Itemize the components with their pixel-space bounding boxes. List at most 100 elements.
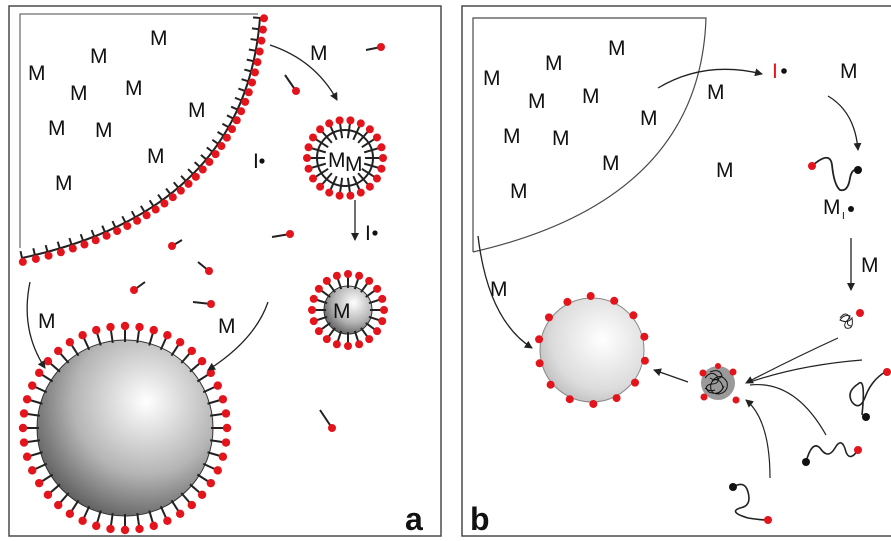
surfactant-head <box>258 25 267 34</box>
surfactant-head <box>92 521 101 531</box>
monomer-label: M <box>38 310 56 333</box>
surfactant-head <box>292 87 300 95</box>
surfactant-head <box>207 300 215 308</box>
droplet-monomers: M M M M M M M M M M <box>28 27 206 195</box>
oligomer-chain <box>729 483 772 524</box>
surfactant-head <box>80 240 89 249</box>
stabilizer-head <box>586 292 595 301</box>
surfactant-head <box>92 325 101 335</box>
surfactant-head <box>314 327 323 336</box>
surfactant-head <box>308 306 316 314</box>
surfactant-head <box>377 143 386 152</box>
surfactant-head <box>250 68 259 77</box>
monomer-label: M <box>545 52 563 75</box>
surfactant-head <box>176 186 185 195</box>
surfactant-head <box>28 381 37 390</box>
monomer-label: M <box>90 45 108 68</box>
svg-text:I: I <box>253 150 259 173</box>
swollen-micelle: M M <box>303 116 387 200</box>
panel-label-b: b <box>470 501 490 537</box>
surfactant-head <box>151 205 160 214</box>
monomer-label: M <box>95 119 113 142</box>
surfactant-head <box>43 490 53 499</box>
surfactant-head <box>120 525 130 535</box>
surfactant-head <box>309 174 318 183</box>
surfactant-head <box>255 47 264 56</box>
surfactant-head <box>65 509 75 519</box>
surfactant-head <box>303 154 311 162</box>
surfactant-head <box>34 478 44 488</box>
surfactant-head <box>106 524 115 534</box>
surfactant-head <box>168 242 176 250</box>
surfactant-head <box>232 116 241 125</box>
surfactant-head <box>221 438 231 447</box>
surfactant-head <box>309 317 318 326</box>
surfactant-head <box>91 236 100 245</box>
surfactant-head <box>377 164 386 173</box>
surfactant-head <box>335 116 344 125</box>
surfactant-head <box>106 322 115 332</box>
stabilizer-head <box>565 395 574 404</box>
surfactant-head <box>380 306 388 314</box>
stabilizer-head <box>544 313 553 322</box>
stabilizer-head <box>640 356 649 365</box>
surfactant-head <box>175 337 185 347</box>
surfactant-head <box>187 500 196 510</box>
surfactant-head <box>378 317 387 326</box>
surfactant-head <box>253 58 262 67</box>
surfactant-head <box>304 143 313 152</box>
surfactant-head <box>355 340 364 349</box>
surfactant-head <box>222 133 231 142</box>
surfactant-head <box>365 276 374 285</box>
monomer-label: M <box>125 77 143 100</box>
free-surfactants <box>130 43 385 432</box>
surfactant-head <box>54 500 63 510</box>
surfactant-head <box>218 395 228 404</box>
surfactant-head <box>378 294 387 303</box>
surfactant-head <box>78 516 87 525</box>
surfactant-head <box>379 154 387 162</box>
surfactant-head <box>206 368 216 378</box>
surfactant-head <box>356 119 365 128</box>
surfactant-head <box>123 222 132 231</box>
surfactant-head <box>206 478 216 488</box>
surfactant-head <box>197 490 207 499</box>
surfactant-head <box>31 254 40 263</box>
monomer-label: M <box>310 42 328 65</box>
surfactant-head <box>65 337 75 347</box>
stabilizer-head <box>610 296 619 305</box>
oligomer-chain <box>849 368 891 421</box>
stabilizer-head <box>589 399 598 408</box>
surfactant-head <box>19 409 29 418</box>
surfactant-head <box>142 211 151 220</box>
arrow <box>653 368 689 383</box>
surfactant-head <box>346 116 355 125</box>
panel-b: M M M M M M M M M M M M M M M I M I <box>461 5 891 537</box>
monomer-label: M <box>608 37 626 60</box>
surfactant-head <box>133 216 142 225</box>
surfactant-head <box>314 284 323 293</box>
surfactant-head <box>244 88 253 97</box>
arrow <box>477 235 533 349</box>
surfactant-head <box>149 521 158 531</box>
surfactant-head <box>365 125 374 134</box>
monomer-label: M <box>483 67 501 90</box>
surfactant-head <box>175 509 185 519</box>
oligomer-chain <box>802 442 862 466</box>
surfactant-head <box>325 188 334 197</box>
surfactant-head <box>228 125 237 134</box>
monomer-label: M <box>707 81 725 104</box>
surfactant-head <box>78 331 87 340</box>
panel-label-a: a <box>405 501 423 537</box>
surfactant-head <box>322 335 331 344</box>
monomer-label: M <box>503 125 521 148</box>
monomer-label: M <box>510 180 528 203</box>
surfactant-head <box>18 257 27 266</box>
monomer-label: M <box>602 152 620 175</box>
monomer-label: M <box>528 90 546 113</box>
growing-particle: M <box>308 270 388 350</box>
initiator-radical: I <box>365 222 378 245</box>
surfactant-head <box>198 165 207 174</box>
surfactant-head <box>248 78 257 87</box>
